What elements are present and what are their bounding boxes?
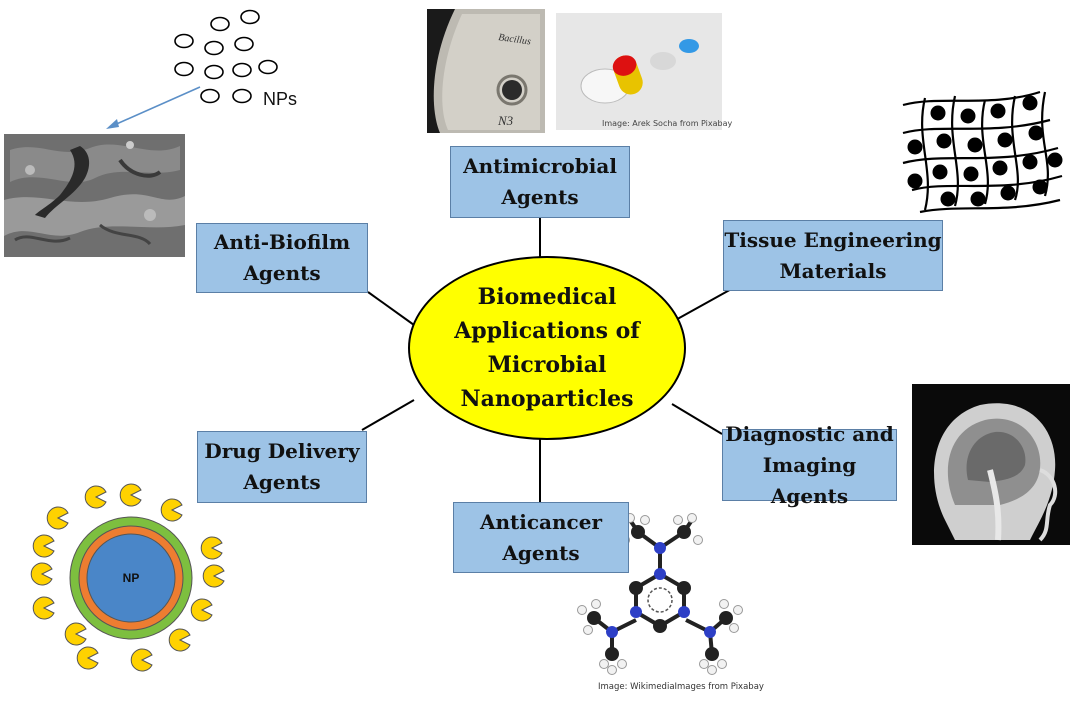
- np-drug-carrier-icon: [69, 516, 193, 640]
- scaffold-grid-icon: [902, 90, 1063, 214]
- central-topic-line: Nanoparticles: [460, 386, 634, 412]
- central-topic-line: Applications of: [454, 318, 640, 344]
- mri-head-image: [912, 384, 1070, 545]
- node-tissue-engineering-materials: Tissue Engineering Materials: [723, 220, 943, 291]
- node-anti-biofilm-agents: Anti-Biofilm Agents: [196, 223, 368, 293]
- node-label-line: Drug Delivery: [204, 439, 360, 463]
- node-anticancer-agents: Anticancer Agents: [453, 502, 629, 573]
- node-label-line: Anti-Biofilm: [213, 230, 351, 254]
- central-topic: Biomedical Applications of Microbial Nan…: [408, 256, 686, 440]
- connector-drug: [361, 399, 415, 431]
- molecule-credit: Image: WikimediaImages from Pixabay: [598, 682, 764, 692]
- nps-label: NPs: [263, 89, 298, 109]
- node-label-line: Antimicrobial: [463, 154, 617, 178]
- scaffold-particles: [907, 95, 1063, 207]
- node-label-line: Agents: [501, 185, 579, 209]
- connector-tissue: [671, 286, 736, 323]
- node-label-line: Imaging Agents: [762, 452, 857, 508]
- node-antimicrobial-agents: Antimicrobial Agents: [450, 146, 630, 218]
- central-topic-line: Biomedical: [477, 284, 617, 310]
- nps-arrow-icon: [106, 86, 201, 129]
- node-label-line: Tissue Engineering: [724, 227, 942, 252]
- node-label-line: Diagnostic and: [725, 421, 894, 446]
- molecule-image: [577, 513, 743, 675]
- petri-label-bottom: N3: [497, 113, 514, 128]
- central-topic-line: Microbial: [487, 352, 607, 378]
- ligand-pacman-icons: [30, 483, 225, 672]
- np-core-label: NP: [123, 571, 140, 585]
- node-drug-delivery-agents: Drug Delivery Agents: [197, 431, 367, 503]
- biofilm-sem-image: [4, 134, 185, 257]
- petri-label-top: Bacillus: [498, 32, 532, 47]
- node-diagnostic-imaging-agents: Diagnostic and Imaging Agents: [722, 422, 897, 508]
- pills-image: [556, 13, 722, 130]
- node-label-line: Materials: [779, 258, 887, 283]
- connector-biofilm: [367, 291, 415, 326]
- connectors: [361, 218, 736, 502]
- np-dots-icon: [174, 9, 278, 104]
- petri-dish-image: [427, 9, 545, 133]
- connector-diagnostic: [671, 403, 723, 435]
- node-label-line: Agents: [502, 540, 580, 565]
- node-label-line: Agents: [243, 470, 321, 494]
- pills-credit: Image: Arek Socha from Pixabay: [602, 119, 733, 128]
- node-label-line: Agents: [243, 261, 321, 285]
- node-label-line: Anticancer: [479, 509, 602, 534]
